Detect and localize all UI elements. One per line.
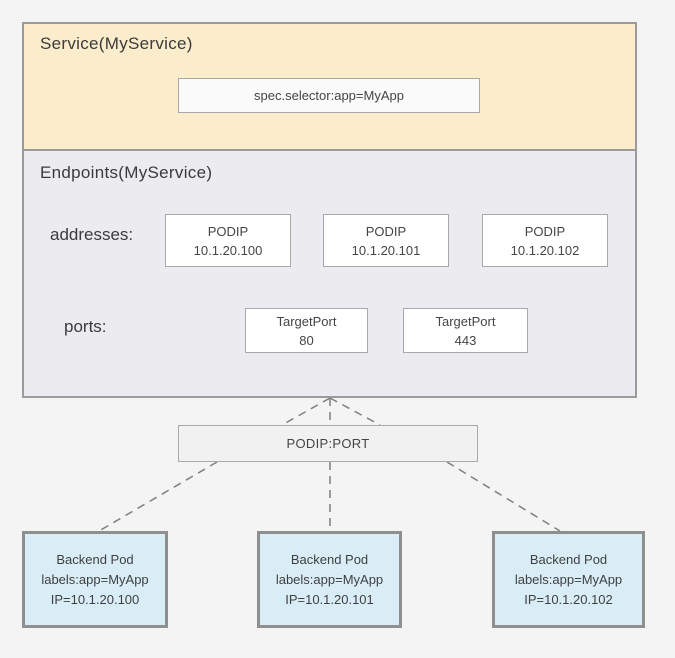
targetport-box-2: TargetPort 443 bbox=[403, 308, 528, 353]
spec-selector-box: spec.selector:app=MyApp bbox=[178, 78, 480, 113]
podip-value: 10.1.20.100 bbox=[193, 242, 263, 258]
endpoints-group: Endpoints(MyService) addresses: PODIP 10… bbox=[22, 149, 637, 398]
podip-type: PODIP bbox=[524, 223, 566, 239]
service-group: Service(MyService) spec.selector:app=MyA… bbox=[22, 22, 637, 151]
addresses-label: addresses: bbox=[50, 225, 134, 244]
dashed-line-connector-to-pod1 bbox=[98, 461, 218, 532]
pod-ip: IP=10.1.20.101 bbox=[285, 591, 374, 607]
podip-type: PODIP bbox=[207, 223, 249, 239]
backend-pod-1: Backend Pod labels:app=MyApp IP=10.1.20.… bbox=[22, 531, 168, 628]
podip-box-1: PODIP 10.1.20.100 bbox=[165, 214, 291, 267]
endpoints-title: Endpoints(MyService) bbox=[40, 163, 213, 182]
targetport-type: TargetPort bbox=[276, 313, 337, 329]
pod-name: Backend Pod bbox=[290, 551, 369, 567]
dashed-line-endpoints-to-connector-right bbox=[329, 397, 381, 426]
podip-box-2: PODIP 10.1.20.101 bbox=[323, 214, 449, 267]
pod-ip: IP=10.1.20.100 bbox=[50, 591, 140, 607]
dashed-line-connector-to-pod3 bbox=[446, 461, 561, 532]
podip-value: 10.1.20.102 bbox=[510, 242, 580, 258]
pod-ip: IP=10.1.20.102 bbox=[524, 591, 613, 607]
targetport-box-1: TargetPort 80 bbox=[245, 308, 368, 353]
pod-labels: labels:app=MyApp bbox=[41, 571, 149, 587]
backend-pod-3: Backend Pod labels:app=MyApp IP=10.1.20.… bbox=[492, 531, 645, 628]
pod-labels: labels:app=MyApp bbox=[514, 571, 623, 587]
pod-labels: labels:app=MyApp bbox=[275, 571, 384, 587]
service-title: Service(MyService) bbox=[40, 34, 193, 53]
podip-box-3: PODIP 10.1.20.102 bbox=[482, 214, 608, 267]
targetport-type: TargetPort bbox=[435, 313, 496, 329]
pod-name: Backend Pod bbox=[56, 551, 134, 567]
targetport-value: 80 bbox=[299, 332, 314, 348]
targetport-value: 443 bbox=[454, 332, 477, 348]
pod-name: Backend Pod bbox=[529, 551, 608, 567]
podip-type: PODIP bbox=[365, 223, 407, 239]
backend-pod-2: Backend Pod labels:app=MyApp IP=10.1.20.… bbox=[257, 531, 402, 628]
podip-value: 10.1.20.101 bbox=[351, 242, 421, 258]
podip-port-box: PODIP:PORT bbox=[178, 425, 478, 462]
ports-label: ports: bbox=[64, 317, 107, 336]
dashed-line-endpoints-to-connector-left bbox=[281, 397, 331, 426]
